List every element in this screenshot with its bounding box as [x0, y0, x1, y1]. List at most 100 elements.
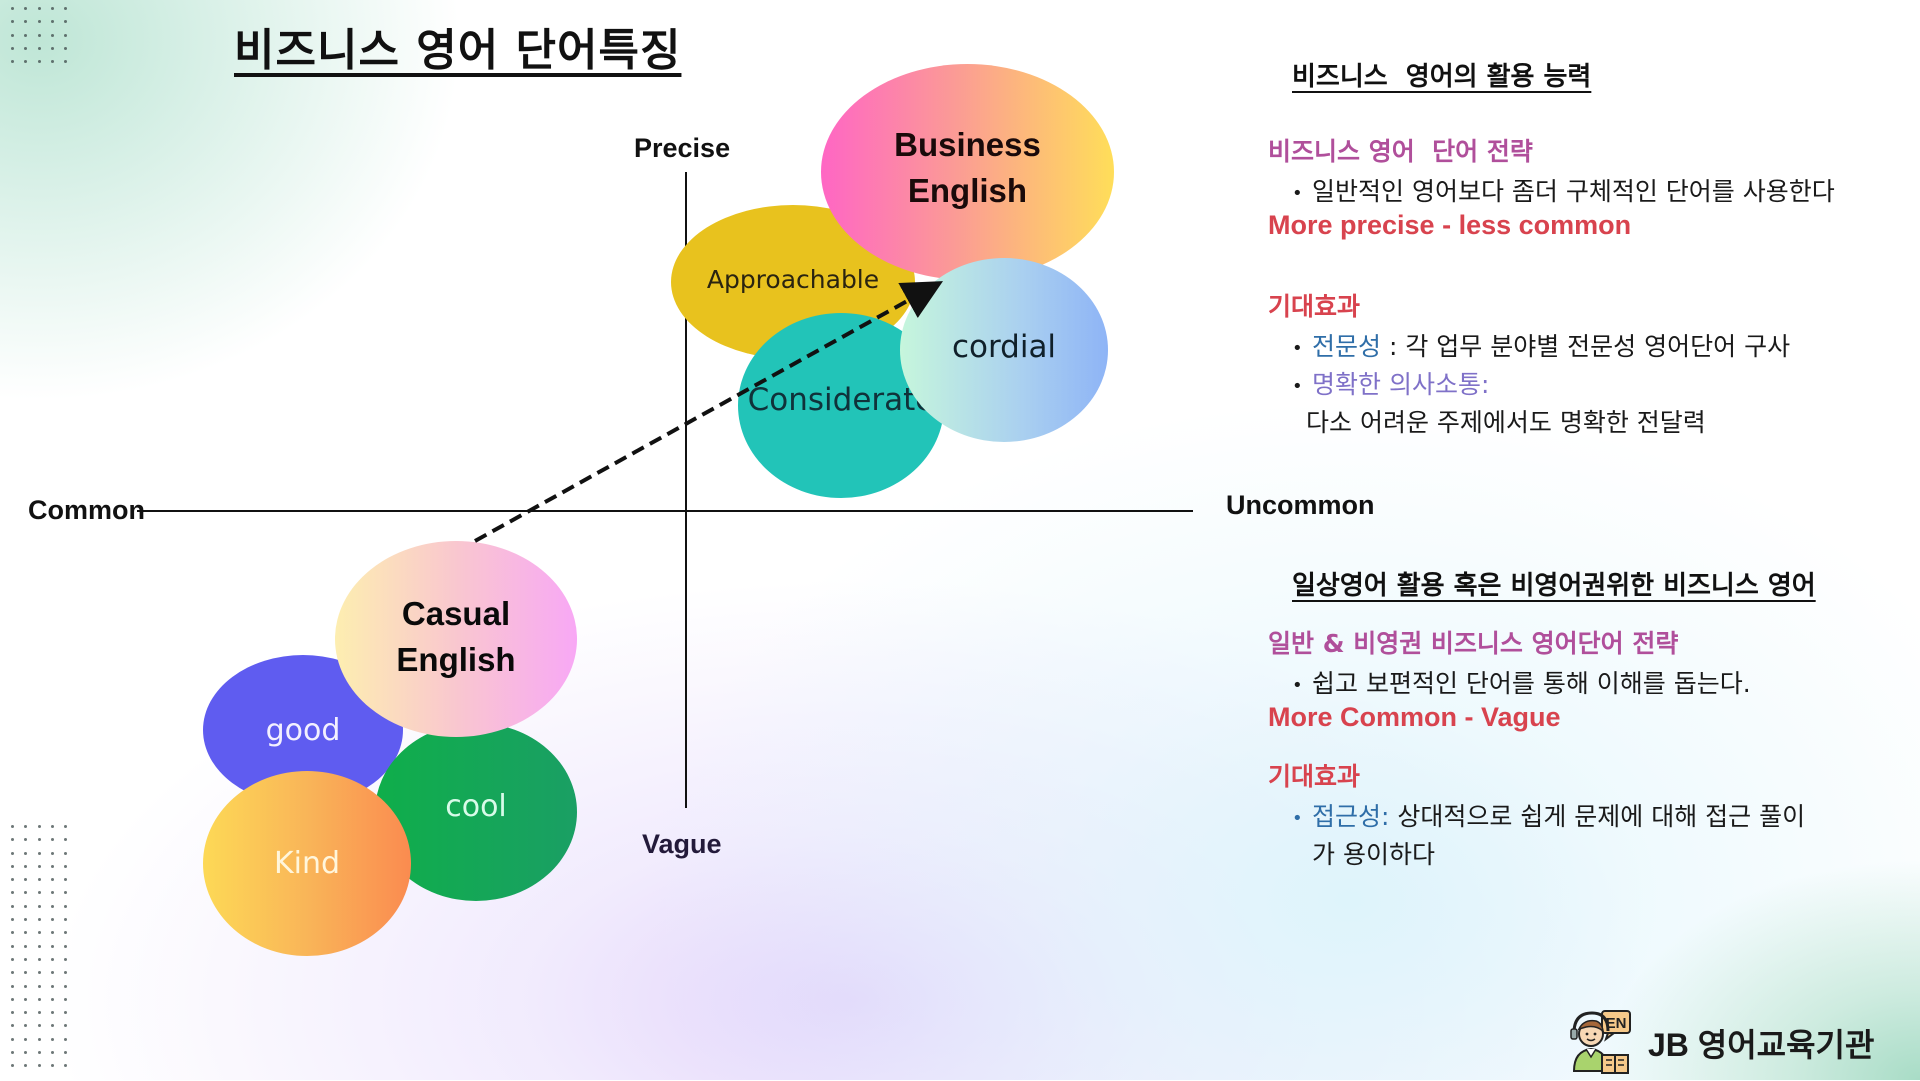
business-tagline: More precise - less common [1268, 210, 1632, 240]
dot [24, 864, 28, 868]
dot [64, 918, 68, 922]
bullet-icon: • [1292, 182, 1303, 204]
dot [64, 957, 68, 961]
dot [50, 984, 54, 988]
dot [11, 46, 14, 50]
dot [24, 851, 28, 855]
dot [11, 1024, 14, 1028]
dot [64, 1037, 68, 1041]
dot [50, 931, 54, 935]
casual-effect-1: • 접근성: 상대적으로 쉽게 문제에 대해 접근 풀이 [1268, 797, 1805, 833]
bubble-casual-line2: English [396, 641, 516, 678]
dot [50, 46, 54, 50]
bullet-icon: • [1292, 337, 1303, 359]
dot [50, 918, 54, 922]
casual-effect-1-key: 접근성: [1312, 802, 1390, 831]
dot [11, 944, 14, 948]
dot [64, 838, 68, 842]
dot [24, 20, 28, 24]
dot [64, 825, 68, 828]
dot [50, 60, 54, 64]
dot [11, 1037, 14, 1041]
dot [37, 904, 41, 908]
axis-label-vague: Vague [642, 829, 722, 859]
dot [64, 33, 68, 37]
dot [37, 878, 41, 882]
dot [64, 46, 68, 50]
dot [37, 825, 41, 828]
bubble-cordial-label: cordial [951, 329, 1057, 365]
casual-strategy-bullet: • 쉽고 보편적인 단어를 통해 이해를 돕는다. [1268, 664, 1751, 700]
dot [11, 904, 14, 908]
dot [37, 918, 41, 922]
bubble-approachable-label: Approachable [706, 264, 880, 294]
dot [24, 984, 28, 988]
dot [64, 1024, 68, 1028]
casual-effect-1-text: 상대적으로 쉽게 문제에 대해 접근 풀이 [1389, 802, 1806, 831]
dot [11, 878, 14, 882]
dot [64, 1011, 68, 1015]
dot [50, 7, 54, 10]
bullet-icon: • [1292, 674, 1303, 696]
dot [64, 851, 68, 855]
casual-effects-title: 기대효과 [1268, 762, 1361, 791]
dot [50, 878, 54, 882]
dot [11, 984, 14, 988]
business-strategy-title: 비즈니스 영어 단어 전략 [1268, 137, 1533, 166]
dot [24, 918, 28, 922]
dot [50, 891, 54, 895]
dot [37, 1037, 41, 1041]
dot [24, 46, 28, 50]
dot [11, 931, 14, 935]
dot [64, 878, 68, 882]
bubble-casual-english: Casual English [335, 541, 577, 737]
dot [50, 1037, 54, 1041]
bubble-business-line1: Business [894, 126, 1041, 163]
dot [37, 931, 41, 935]
dot [50, 20, 54, 24]
dot [64, 891, 68, 895]
dot [24, 997, 28, 1001]
dot [11, 7, 14, 10]
dot [37, 838, 41, 842]
dot [37, 1051, 41, 1055]
dot [24, 1037, 28, 1041]
dot [37, 7, 41, 10]
casual-strategy-bullet-text: 쉽고 보편적인 단어를 통해 이해를 돕는다. [1312, 669, 1751, 698]
dot-pattern-top-left [11, 7, 77, 73]
dot [64, 997, 68, 1001]
business-effect-2-key: 명확한 의사소통: [1312, 370, 1490, 399]
dot [11, 891, 14, 895]
bubble-casual-line1: Casual [401, 595, 511, 632]
business-panel-heading: 비즈니스 영어의 활용 능력 [1292, 62, 1592, 92]
dot [24, 7, 28, 10]
dot [37, 891, 41, 895]
casual-strategy: 일반 & 비영권 비즈니스 영어단어 전략 • 쉽고 보편적인 단어를 통해 이해… [1268, 624, 1751, 733]
business-strategy-bullet-text: 일반적인 영어보다 좀더 구체적인 단어를 사용한다 [1312, 177, 1835, 206]
dot [50, 825, 54, 828]
dot [37, 60, 41, 64]
dot [37, 1024, 41, 1028]
dot [64, 944, 68, 948]
bullet-icon: • [1292, 807, 1303, 829]
dot [64, 1051, 68, 1055]
dot [24, 1064, 28, 1068]
dot [50, 851, 54, 855]
bubble-business-line2: English [907, 172, 1028, 209]
dot [11, 864, 14, 868]
dot [64, 971, 68, 975]
dot [24, 957, 28, 961]
bubble-kind: Kind [203, 771, 411, 956]
bullet-icon: • [1292, 375, 1303, 397]
dot [50, 838, 54, 842]
business-effect-1: •전문성 : 각 업무 분야별 전문성 영어단어 구사 [1268, 327, 1790, 363]
business-strategy: 비즈니스 영어 단어 전략 • 일반적인 영어보다 좀더 구체적인 단어를 사용한… [1268, 132, 1835, 241]
dot [37, 46, 41, 50]
dot [50, 1051, 54, 1055]
dot [50, 1024, 54, 1028]
dot [11, 971, 14, 975]
casual-strategy-title: 일반 & 비영권 비즈니스 영어단어 전략 [1268, 629, 1679, 658]
dot [50, 957, 54, 961]
dot [11, 20, 14, 24]
